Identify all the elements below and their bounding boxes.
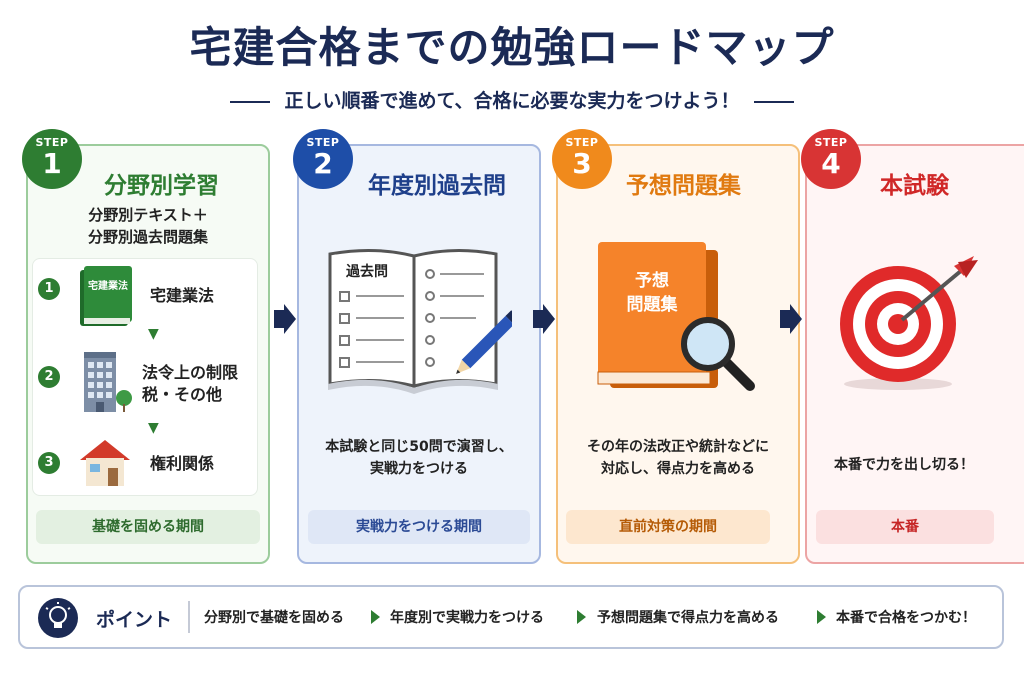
step3-badge-number: 3	[572, 147, 592, 180]
down-arrow-2: ▼	[148, 420, 159, 436]
subtitle-left-dash	[230, 100, 271, 103]
step2-desc-line2: 実戦力をつける	[370, 461, 468, 477]
house-icon	[80, 440, 130, 486]
point-box	[18, 585, 1004, 649]
subject2-number: 2	[38, 366, 60, 388]
step2-period-pill: 実戦力をつける期間	[308, 510, 530, 544]
step1-badge-number: 1	[42, 147, 62, 180]
subject3-number: 3	[38, 452, 60, 474]
step4-title: 本試験	[880, 173, 949, 199]
down-arrow-1: ▼	[148, 326, 159, 342]
orange-book-with-magnifier-icon: 予想 問題集	[597, 242, 755, 391]
step1-subtitle: 分野別テキスト＋ 分野別過去問題集	[30, 204, 266, 248]
subject2-label-line1: 法令上の制限	[142, 363, 239, 382]
step2-badge-number: 2	[313, 147, 333, 180]
page-subtitle: 正しい順番で進めて、合格に必要な実力をつけよう！	[0, 86, 1024, 113]
step4-description: 本番で力を出し切る！	[834, 457, 974, 473]
subject2-label-line2: 税・その他	[142, 385, 223, 404]
next-step-arrow-2	[533, 304, 555, 334]
subtitle-right-dash	[753, 100, 794, 103]
subject1-number: 1	[38, 278, 60, 300]
green-book-title: 宅建業法	[88, 279, 128, 292]
step3-desc-line2: 対応し、得点力を高める	[601, 461, 755, 477]
step3-period-pill: 直前対策の期間	[566, 510, 770, 544]
step2-description: 本試験と同じ50問で演習し、 実戦力をつける	[300, 436, 538, 480]
step1-subject-list	[32, 258, 258, 496]
step1-badge-label: STEP	[35, 136, 69, 149]
subject2-label: 法令上の制限 税・その他	[142, 362, 238, 406]
book-title-line2: 問題集	[627, 294, 679, 315]
point-divider	[188, 601, 190, 633]
step1-title: 分野別学習	[104, 173, 219, 199]
lightbulb-icon	[38, 598, 78, 638]
next-step-arrow-3	[780, 304, 802, 334]
step1-period-pill: 基礎を固める期間	[36, 510, 260, 544]
point-label: ポイント	[96, 609, 173, 631]
notebook-label: 過去問	[345, 263, 388, 280]
step2-desc-line1: 本試験と同じ50問で演習し、	[325, 439, 513, 455]
target-with-arrow-icon	[840, 256, 978, 390]
building-icon	[84, 352, 132, 412]
point-arrow-3	[817, 610, 826, 624]
page-title: 宅建合格までの勉強ロードマップ	[189, 23, 835, 72]
subject1-label: 宅建業法	[150, 286, 215, 305]
next-step-arrow-1	[274, 304, 296, 334]
step4-badge-label: STEP	[814, 136, 848, 149]
subject3-label: 権利関係	[150, 454, 215, 473]
step4-badge-number: 4	[821, 147, 841, 180]
point-arrow-1	[371, 610, 380, 624]
step2-badge-label: STEP	[306, 136, 340, 149]
step3-description: その年の法改正や統計などに 対応し、得点力を高める	[556, 436, 800, 480]
point-item-3: 予想問題集で得点力を高める	[597, 610, 779, 626]
open-notebook-with-pencil-icon: 過去問	[328, 248, 512, 394]
step3-desc-line1: その年の法改正や統計などに	[587, 439, 769, 455]
point-item-1: 分野別で基礎を固める	[204, 610, 344, 626]
step1-subtitle-line2: 分野別過去問題集	[87, 228, 208, 246]
step1-subtitle-line1: 分野別テキスト＋	[88, 206, 208, 224]
step3-badge-label: STEP	[565, 136, 599, 149]
point-arrow-2	[577, 610, 586, 624]
green-book-icon: 宅建業法	[80, 266, 132, 326]
book-title-line1: 予想	[635, 270, 669, 291]
step2-title: 年度別過去問	[368, 173, 506, 199]
point-item-4: 本番で合格をつかむ！	[836, 610, 976, 626]
step3-title: 予想問題集	[626, 173, 741, 199]
subtitle-text: 正しい順番で進めて、合格に必要な実力をつけよう！	[284, 90, 740, 112]
step4-period-pill: 本番	[816, 510, 994, 544]
point-item-2: 年度別で実戦力をつける	[390, 610, 544, 626]
